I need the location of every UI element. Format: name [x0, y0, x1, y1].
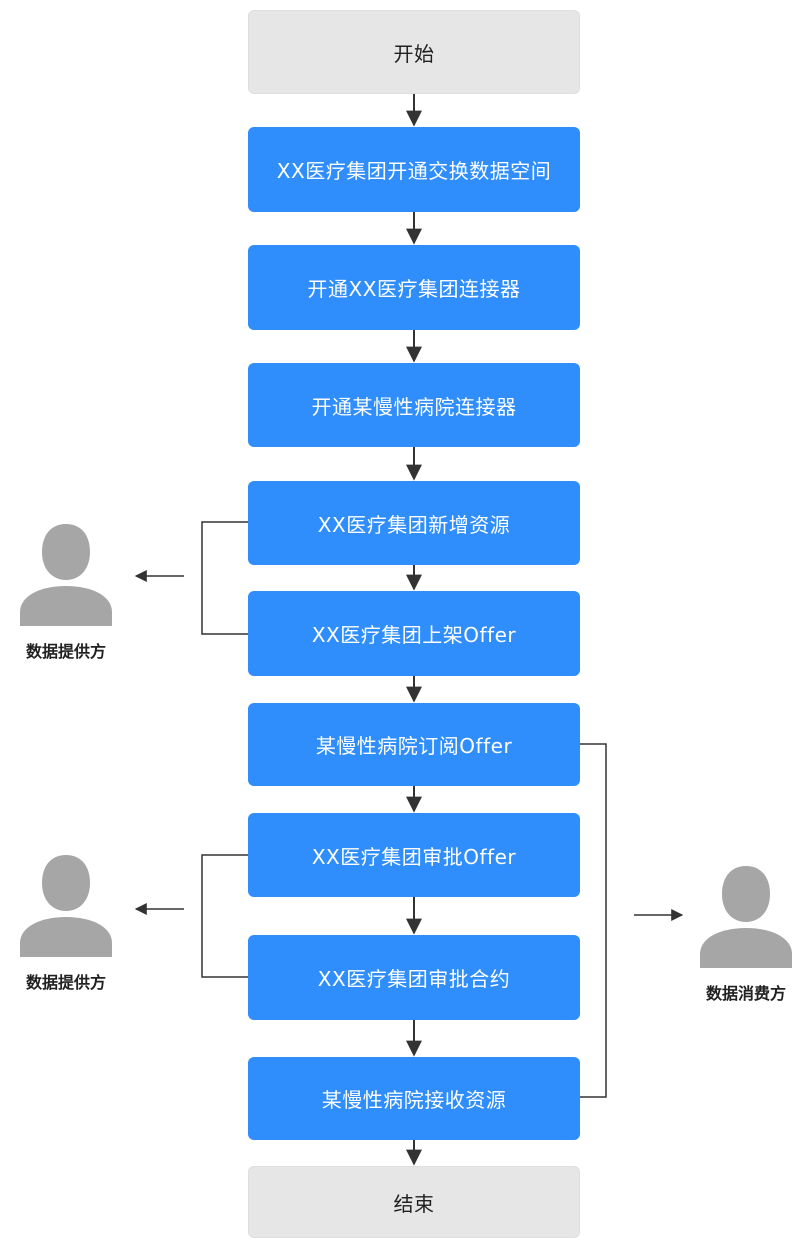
- actor-consumer: 数据消费方: [686, 864, 800, 1004]
- end-label: 结束: [393, 1191, 435, 1216]
- step-subscribe-offer: 某慢性病院订阅Offer: [248, 703, 580, 786]
- step-open-hospital-connector: 开通某慢性病院连接器: [248, 363, 580, 447]
- actor-provider-bottom: 数据提供方: [6, 853, 126, 993]
- step-open-exchange-data-space: XX医疗集团开通交换数据空间: [248, 127, 580, 212]
- user-icon: [20, 524, 112, 626]
- step-open-group-connector: 开通XX医疗集团连接器: [248, 245, 580, 330]
- step-publish-offer: XX医疗集团上架Offer: [248, 591, 580, 676]
- step-label: XX医疗集团上架Offer: [311, 623, 517, 647]
- actor-provider-top: 数据提供方: [6, 522, 126, 662]
- step-label: XX医疗集团审批Offer: [311, 844, 517, 869]
- start-label: 开始: [393, 41, 435, 66]
- actor-label: 数据提供方: [25, 642, 106, 661]
- step-label: 某慢性病院接收资源: [321, 1088, 507, 1112]
- user-icon: [700, 866, 792, 968]
- step-label: XX医疗集团开通交换数据空间: [276, 159, 552, 183]
- step-add-resource: XX医疗集团新增资源: [248, 481, 580, 565]
- bracket-consumer: [580, 743, 607, 1098]
- actor-label: 数据提供方: [25, 973, 106, 992]
- bracket-provider-top: [201, 521, 248, 635]
- step-label: XX医疗集团新增资源: [317, 512, 511, 537]
- actor-label: 数据消费方: [705, 984, 786, 1003]
- step-approve-contract: XX医疗集团审批合约: [248, 935, 580, 1020]
- step-label: XX医疗集团审批合约: [317, 967, 511, 991]
- step-receive-resource: 某慢性病院接收资源: [248, 1057, 580, 1140]
- step-label: 某慢性病院订阅Offer: [315, 734, 513, 758]
- step-approve-offer: XX医疗集团审批Offer: [248, 813, 580, 897]
- user-icon: [20, 855, 112, 957]
- step-label: 开通某慢性病院连接器: [311, 394, 517, 419]
- step-label: 开通XX医疗集团连接器: [307, 277, 521, 301]
- end-node: 结束: [248, 1166, 580, 1238]
- bracket-provider-bottom: [201, 854, 248, 978]
- start-node: 开始: [248, 10, 580, 94]
